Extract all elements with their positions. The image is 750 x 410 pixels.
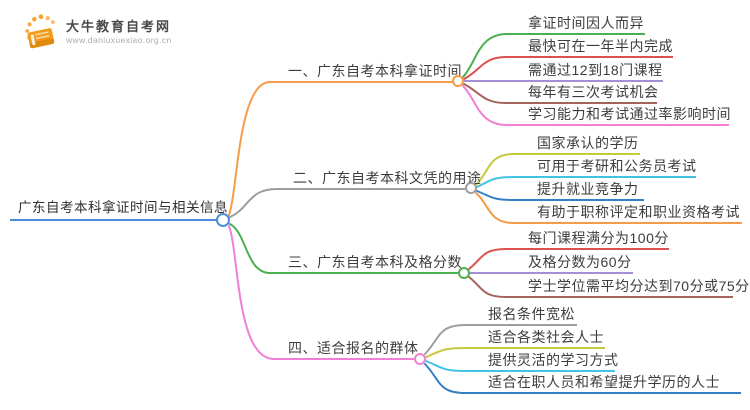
curve-topic2-leaf2 (476, 176, 515, 188)
topic2-connector-dot (465, 182, 477, 194)
curve-topic3-leaf3 (468, 276, 507, 298)
curve-topic4-leaf3 (425, 360, 467, 372)
curve-root-topic3 (229, 223, 271, 274)
root-connector-dot (216, 213, 230, 227)
topic-node-4: 四、适合报名的群体 (272, 340, 418, 360)
leaf-node: 需通过12到18门课程 (505, 62, 663, 82)
site-logo: 大牛教育自考网 www.daniuxuexiao.org.cn (22, 12, 172, 52)
logo-url: www.daniuxuexiao.org.cn (66, 34, 172, 45)
curve-topic1-leaf5 (462, 85, 508, 126)
curve-topic4-leaf4 (424, 363, 467, 394)
topic-node-3: 三、广东自考本科及格分数 (268, 254, 462, 274)
curve-topic1-leaf4 (463, 83, 507, 104)
leaf-node: 每年有三次考试机会 (505, 84, 658, 104)
leaf-node: 适合在职人员和希望提升学历的人士 (465, 374, 741, 394)
leaf-node: 拿证时间因人而异 (505, 15, 645, 35)
leaf-node: 学士学位需平均分达到70分或75分 (505, 278, 749, 298)
leaf-node: 最快可在一年半内完成 (505, 38, 673, 58)
topic1-connector-dot (452, 75, 464, 87)
leaf-node: 适合各类社会人士 (465, 329, 605, 349)
curve-topic3-leaf1 (468, 248, 507, 270)
root-node: 广东自考本科拿证时间与相关信息 (10, 197, 228, 221)
topic3-connector-dot (458, 267, 470, 279)
leaf-node: 报名条件宽松 (465, 306, 577, 326)
curve-root-topic4 (228, 225, 275, 360)
curve-topic2-leaf3 (476, 190, 515, 201)
topic-node-1: 一、广东自考本科拿证时间 (268, 63, 462, 83)
curve-topic2-leaf4 (475, 192, 515, 224)
logo-title: 大牛教育自考网 (66, 18, 172, 34)
book-logo-icon (25, 14, 55, 49)
leaf-node: 国家承认的学历 (512, 135, 640, 155)
curve-root-topic1 (228, 81, 271, 216)
curve-topic4-leaf2 (425, 347, 467, 358)
leaf-node: 有助于职称评定和职业资格考试 (512, 204, 742, 224)
topic-node-2: 二、广东自考本科文凭的用途 (275, 170, 481, 190)
leaf-node: 可用于考研和公务员考试 (512, 158, 696, 178)
curve-topic1-leaf2 (463, 56, 507, 80)
leaf-node: 每门课程满分为100分 (505, 230, 669, 250)
curve-topic2-leaf1 (475, 153, 515, 186)
leaf-node: 提升就业竞争力 (512, 181, 644, 201)
curve-topic4-leaf1 (424, 324, 467, 355)
leaf-node: 提供灵活的学习方式 (465, 352, 618, 372)
topic4-connector-dot (414, 353, 426, 365)
leaf-node: 及格分数为60分 (505, 254, 633, 274)
curve-root-topic2 (229, 188, 278, 218)
leaf-node: 学习能力和考试通过率影响时间 (505, 106, 731, 126)
curve-topic1-leaf1 (462, 33, 508, 78)
